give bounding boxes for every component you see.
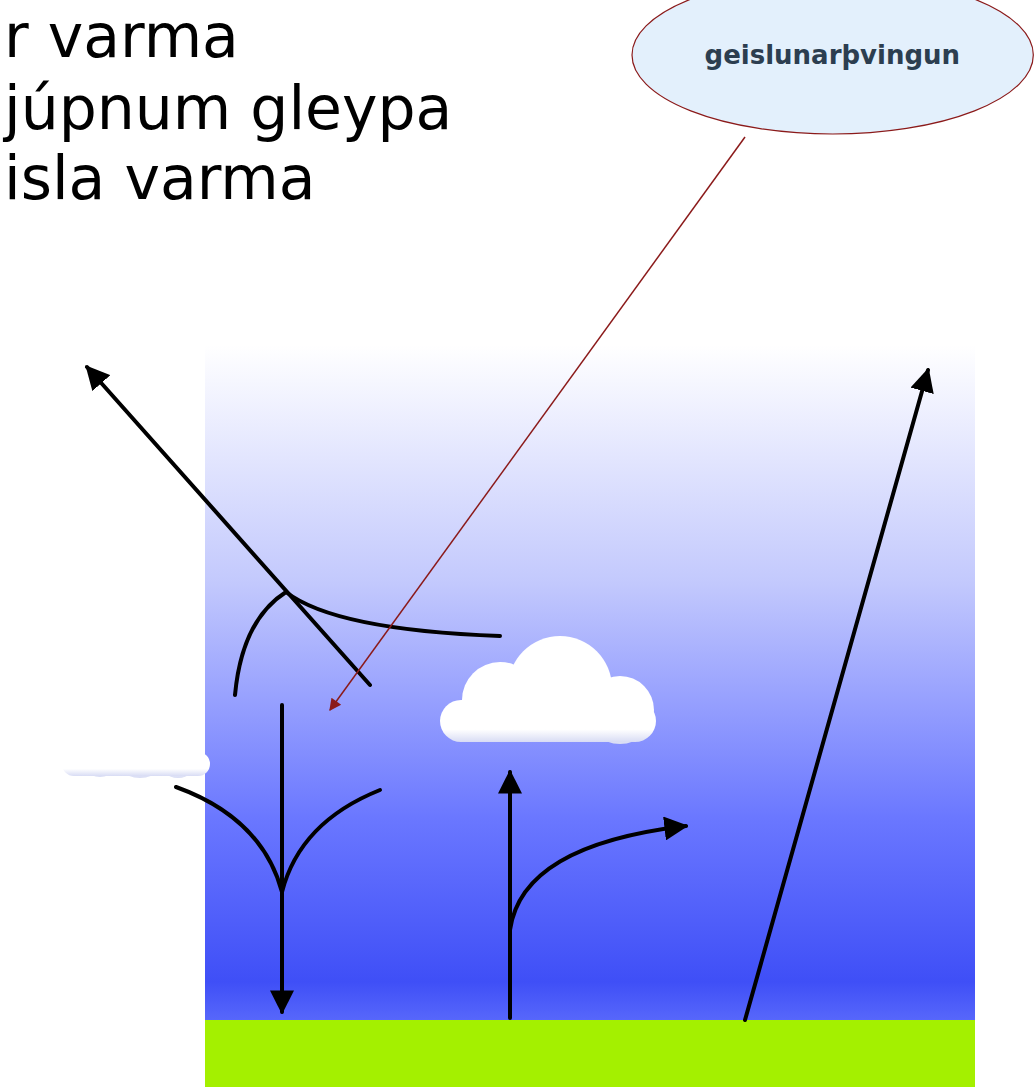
heading-fragment: júpnum gleypa xyxy=(4,72,452,144)
atmosphere-band xyxy=(205,345,975,1022)
ellipse-shape xyxy=(632,0,1033,134)
callout-ellipse: geislunarþvingun xyxy=(631,0,1034,135)
callout-text: geislunarþvingun xyxy=(705,40,961,70)
heading-fragment: isla varma xyxy=(4,142,316,214)
cloud xyxy=(440,636,656,744)
cloud xyxy=(62,718,210,778)
ground-strip xyxy=(205,1020,975,1087)
heading-fragment: r varma xyxy=(4,0,239,72)
leader-line xyxy=(330,137,745,710)
